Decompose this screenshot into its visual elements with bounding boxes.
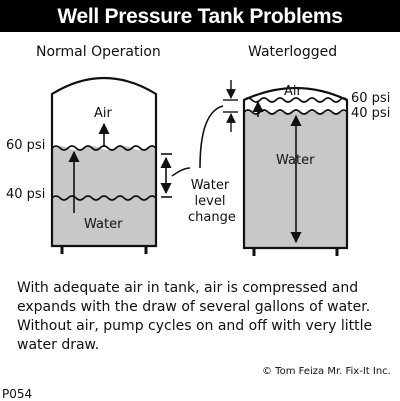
normal-heading: Normal Operation [36,44,161,60]
waterlogged-air-label: Air [284,84,302,99]
waterlogged-60psi-level [243,97,348,103]
normal-40psi-label: 40 psi [6,187,46,202]
normal-air-label: Air [94,106,112,121]
waterlogged-water-label: Water [276,153,315,168]
normal-40psi-level [51,195,157,201]
normal-tank-outline [50,77,158,248]
waterlogged-40psi-label: 40 psi [351,106,391,121]
normal-60psi-level [51,145,157,151]
change-label-line-2: level [194,194,226,209]
normal-water-label: Water [84,217,123,232]
level-change-marker [160,153,191,198]
normal-60psi-label: 60 psi [6,138,46,153]
normal-tank [50,77,158,254]
change-label-line-1: Water [190,178,230,193]
water-level-change-label: Water level change [188,178,236,226]
title: Well Pressure Tank Problems [0,0,400,32]
copyright-credit: © Tom Feiza Mr. Fix-It Inc. [262,366,391,377]
waterlogged-60psi-label: 60 psi [351,91,391,106]
explanation-caption: With adequate air in tank, air is compre… [17,280,373,353]
waterlogged-tank [199,80,349,256]
figure-code: P054 [2,387,33,401]
waterlogged-heading: Waterlogged [248,44,338,60]
change-label-line-3: change [188,210,236,225]
